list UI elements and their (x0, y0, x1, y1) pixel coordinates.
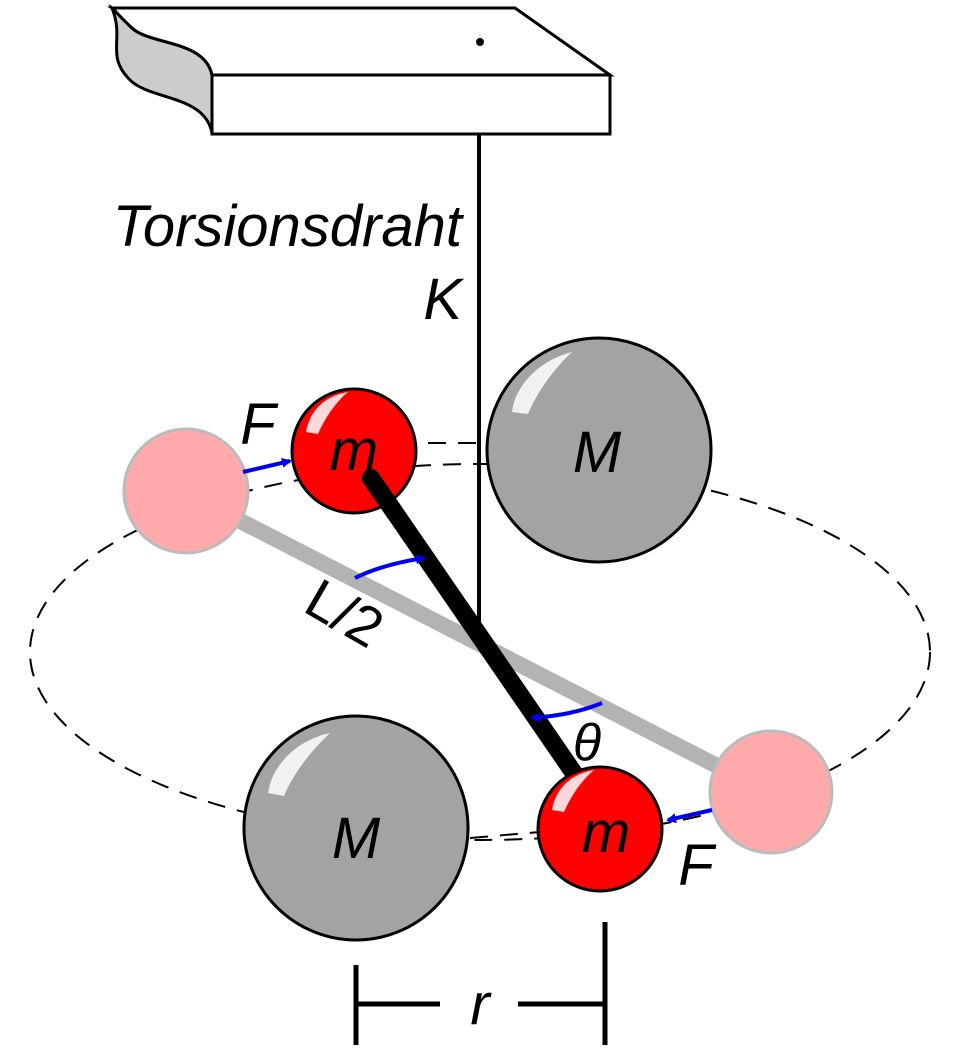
force-top-label: F (240, 392, 279, 457)
large-mass-bottom-highlight (268, 733, 330, 796)
ceiling-support (107, 4, 615, 136)
rod-end-top (362, 469, 404, 522)
force-bottom-label: F (678, 833, 717, 898)
small-mass-bottom-label: m (582, 800, 630, 865)
connector-dash-bottom (469, 831, 541, 839)
suspension-point (476, 38, 484, 46)
force-arrow-top (242, 457, 292, 474)
small-mass-bottom (536, 765, 664, 893)
equilibrium-mass-left (122, 427, 250, 555)
distance-label: r (470, 972, 492, 1037)
deflected-rod (362, 469, 589, 791)
angle-arrow (530, 701, 603, 723)
large-mass-bottom-label: M (332, 806, 381, 871)
distance-indicator (353, 922, 608, 1045)
small-mass-bottom-highlight (552, 770, 594, 812)
angle-label: θ (573, 714, 601, 772)
orbit-ellipse (29, 463, 931, 841)
equilibrium-mass-right (708, 729, 834, 855)
large-mass-top-label: M (573, 420, 622, 485)
force-arrow-bottom (666, 808, 713, 824)
support-top-face (107, 6, 615, 77)
small-mass-top-label: m (330, 418, 378, 483)
large-mass-bottom (242, 714, 470, 942)
half-length-arrow (354, 554, 426, 580)
wire-name-label: Torsionsdraht (113, 194, 465, 259)
wire-constant-label: K (423, 267, 464, 332)
half-length-label: L/2 (295, 566, 394, 659)
large-mass-top (485, 336, 713, 564)
large-mass-top-highlight (512, 352, 572, 414)
support-front-face (210, 73, 612, 136)
small-mass-top-highlight (306, 392, 348, 434)
equilibrium-rod (207, 500, 733, 778)
small-mass-top (290, 387, 418, 515)
